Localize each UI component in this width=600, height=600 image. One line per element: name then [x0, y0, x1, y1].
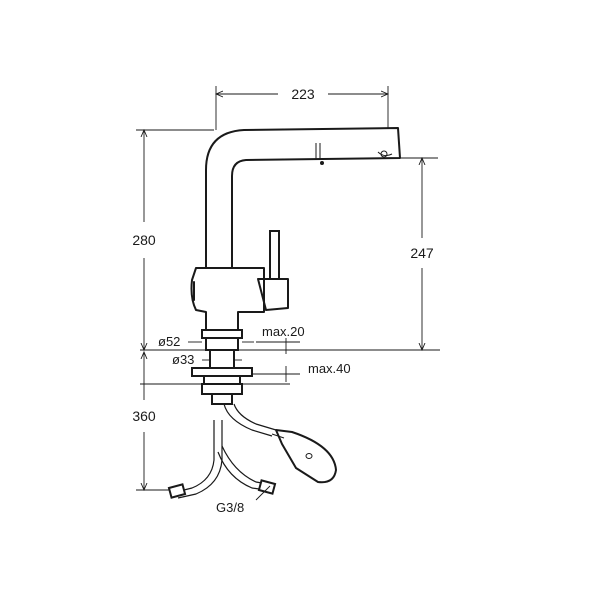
faucet-body — [140, 127, 440, 405]
mounting-washer — [201, 383, 243, 395]
lever-handle — [269, 230, 280, 280]
label-spout-height: 247 — [410, 245, 434, 261]
label-thread: G3/8 — [216, 500, 244, 515]
label-max40: max.40 — [308, 361, 351, 376]
dimension-lines — [136, 86, 438, 501]
base-flange — [201, 329, 243, 339]
mounting-plate — [191, 367, 253, 377]
label-max20: max.20 — [262, 324, 305, 339]
label-spout-reach: 223 — [291, 86, 315, 102]
label-hole-inner: ø33 — [172, 352, 194, 367]
dimension-labels: 223 280 247 ø52 max.20 ø33 max.40 360 G3… — [132, 86, 434, 515]
hose-outlet — [211, 393, 233, 405]
connector-left — [167, 483, 187, 499]
spout-nozzle — [377, 151, 393, 157]
spout-button — [320, 161, 324, 165]
connector-right — [257, 479, 277, 495]
base-collar — [205, 337, 239, 351]
supply-hoses — [167, 403, 337, 499]
mounting-nut — [203, 375, 241, 385]
pullout-hose-a — [223, 403, 273, 437]
body-block — [190, 267, 265, 333]
label-hole-outer: ø52 — [158, 334, 180, 349]
pullout-hose-b — [233, 403, 277, 431]
hose-weight-clip — [271, 433, 285, 439]
supply-hose-left-a — [175, 420, 215, 493]
leader-g38 — [255, 485, 271, 501]
hose-weight-mark — [305, 453, 313, 459]
mounting-shank — [209, 349, 235, 369]
spout-outline — [205, 127, 401, 269]
label-total-height: 280 — [132, 232, 156, 248]
lever-base — [257, 278, 289, 311]
hose-weight — [275, 429, 337, 484]
supply-hose-right-a — [217, 451, 267, 491]
supply-hose-left-b — [177, 420, 223, 499]
label-hose-length: 360 — [132, 408, 156, 424]
spout-outlet — [380, 150, 388, 158]
supply-hose-right-b — [221, 445, 269, 485]
